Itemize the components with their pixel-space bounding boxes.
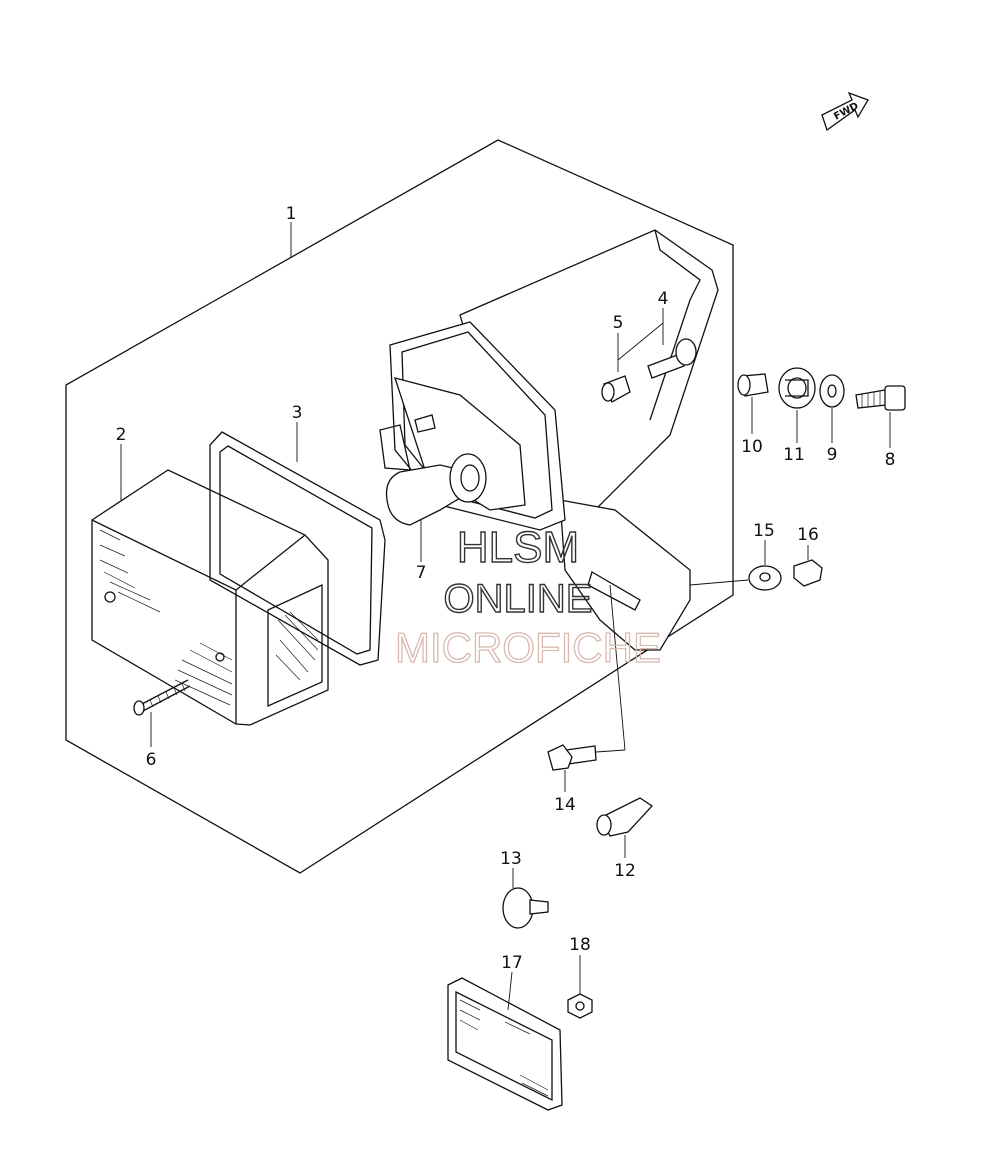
watermark-line-1: HLSM bbox=[457, 523, 579, 572]
part-label-2: 2 bbox=[116, 425, 127, 445]
part-label-5: 5 bbox=[613, 313, 624, 333]
nut-16-part bbox=[793, 559, 823, 587]
fwd-arrow-icon: FWD bbox=[821, 91, 869, 132]
part-label-13: 13 bbox=[500, 849, 522, 869]
nut-18-part bbox=[567, 993, 593, 1019]
reflector-17-part bbox=[447, 977, 563, 1111]
washer-9-part bbox=[819, 374, 845, 408]
part-label-8: 8 bbox=[885, 450, 896, 470]
washer-15-part bbox=[748, 565, 782, 591]
plug-13-part bbox=[502, 887, 549, 929]
collar-10-part bbox=[737, 373, 769, 397]
part-label-12: 12 bbox=[614, 861, 636, 881]
part-label-6: 6 bbox=[146, 750, 157, 770]
part-label-1: 1 bbox=[286, 204, 297, 224]
bolt-14-part bbox=[547, 744, 597, 771]
part-label-10: 10 bbox=[741, 437, 763, 457]
grommet-11-part bbox=[778, 367, 816, 409]
collar-5-part bbox=[601, 375, 631, 403]
part-label-17: 17 bbox=[501, 953, 523, 973]
bolt-4-part bbox=[647, 338, 697, 379]
bolt-8-part bbox=[855, 385, 906, 411]
part-label-3: 3 bbox=[292, 403, 303, 423]
part-label-15: 15 bbox=[753, 521, 775, 541]
leader-lines bbox=[120, 222, 891, 1011]
part-label-7: 7 bbox=[416, 563, 427, 583]
part-label-4: 4 bbox=[658, 289, 669, 309]
watermark-line-3: MICROFICHE bbox=[395, 624, 661, 671]
watermark: HLSM ONLINE MICROFICHE bbox=[394, 522, 661, 671]
part-label-18: 18 bbox=[569, 935, 591, 955]
part-label-16: 16 bbox=[797, 525, 819, 545]
watermark-line-2: ONLINE bbox=[444, 577, 593, 621]
part-labels: 1 2 3 4 5 6 7 8 9 10 11 12 13 14 15 16 1… bbox=[116, 204, 896, 973]
assembly-outline bbox=[65, 139, 734, 874]
part-label-11: 11 bbox=[783, 445, 805, 465]
cap-12-part bbox=[596, 797, 653, 837]
gasket-part bbox=[209, 431, 386, 666]
bulb-part bbox=[385, 453, 487, 526]
part-label-14: 14 bbox=[554, 795, 576, 815]
part-label-9: 9 bbox=[827, 445, 838, 465]
screw-part bbox=[133, 679, 191, 716]
